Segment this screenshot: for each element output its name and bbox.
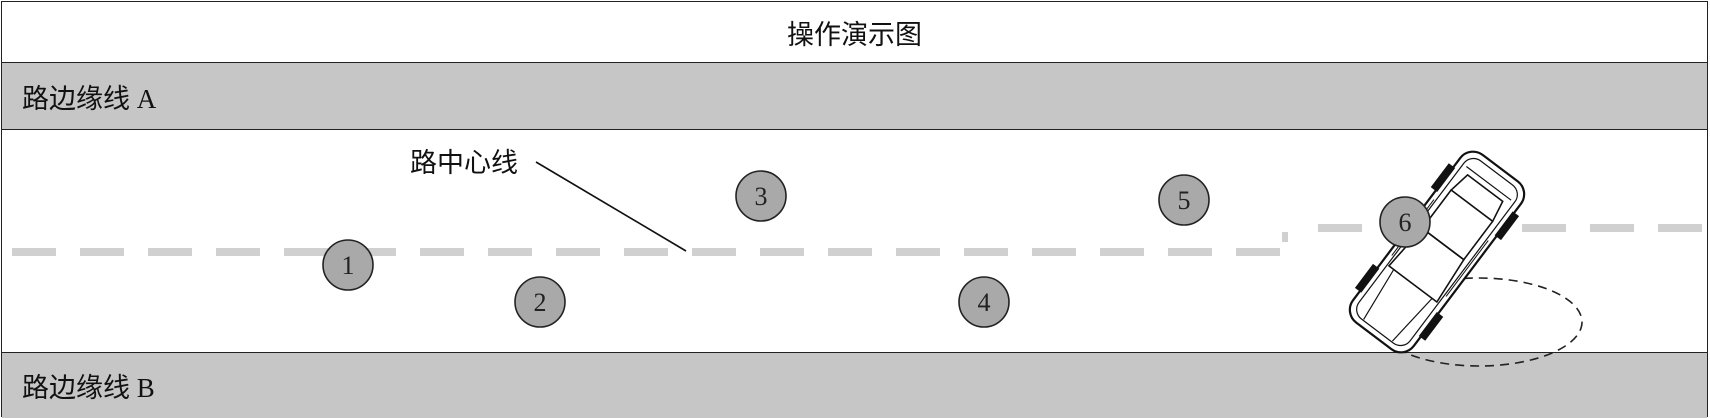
marker-2-circle	[514, 276, 566, 328]
car-wheel-rear-right	[1494, 211, 1520, 241]
marker-6: 6	[1379, 196, 1431, 248]
marker-4-circle	[958, 276, 1010, 328]
car-wheel-front-right	[1418, 311, 1444, 341]
marker-5-circle	[1158, 174, 1210, 226]
marker-2: 2	[514, 276, 566, 328]
marker-1: 1	[322, 239, 374, 291]
car-trunk-line	[1466, 165, 1512, 201]
car-side-trim-right	[1445, 240, 1489, 297]
marker-3-label: 3	[755, 182, 768, 211]
marker-1-label: 1	[342, 251, 355, 280]
car-hood-line-a	[1363, 269, 1395, 320]
road-edge-a: 路边缘线 A	[2, 63, 1707, 130]
centerline-leader	[535, 161, 687, 252]
center-dash-step	[1282, 232, 1288, 242]
car-rear-window	[1450, 173, 1504, 222]
marker-4-label: 4	[978, 288, 991, 317]
marker-2-label: 2	[534, 288, 547, 317]
marker-6-label: 6	[1399, 208, 1412, 237]
road-edge-b: 路边缘线 B	[2, 352, 1707, 418]
marker-4: 4	[958, 276, 1010, 328]
road-edge-b-label: 路边缘线 B	[22, 373, 155, 403]
car-wheel-front-left	[1354, 263, 1380, 293]
centerline-label: 路中心线	[410, 148, 518, 178]
diagram-title: 操作演示图	[2, 2, 1707, 63]
marker-1-circle	[322, 239, 374, 291]
turning-ellipse	[1375, 277, 1583, 367]
road-edge-a-label: 路边缘线 A	[22, 83, 157, 114]
marker-6-circle	[1379, 196, 1431, 248]
car-wheel-rear-left	[1430, 163, 1456, 193]
marker-5-label: 5	[1178, 186, 1191, 215]
marker-5: 5	[1158, 174, 1210, 226]
marker-3: 3	[735, 170, 787, 222]
car-roof	[1421, 188, 1494, 261]
car-icon	[1348, 150, 1526, 354]
car-hood-line-b	[1391, 297, 1433, 342]
marker-3-circle	[735, 170, 787, 222]
